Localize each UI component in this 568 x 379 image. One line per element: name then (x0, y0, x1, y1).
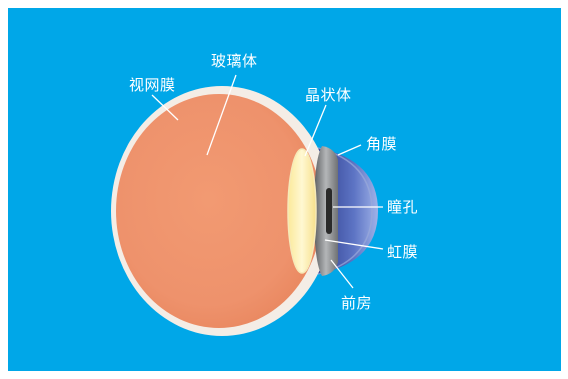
label-retina: 视网膜 (129, 76, 176, 94)
leader-lines (151, 74, 384, 289)
leader-line-cornea (337, 144, 362, 156)
leader-line-anterior-chamber (330, 259, 354, 289)
label-anterior-chamber: 前房 (341, 294, 373, 312)
label-lens: 晶状体 (305, 86, 352, 104)
cornea-rim (317, 147, 373, 275)
leader-line-retina (151, 94, 179, 121)
label-cornea: 角膜 (366, 135, 398, 153)
label-vitreous: 玻璃体 (211, 52, 258, 70)
label-iris: 虹膜 (387, 243, 419, 261)
leader-line-iris (324, 239, 384, 250)
lens (287, 148, 317, 274)
leader-line-lens (304, 104, 327, 157)
leader-line-vitreous (206, 74, 237, 156)
eyeball (116, 94, 322, 328)
label-pupil: 瞳孔 (387, 198, 419, 216)
pupil (326, 188, 332, 234)
